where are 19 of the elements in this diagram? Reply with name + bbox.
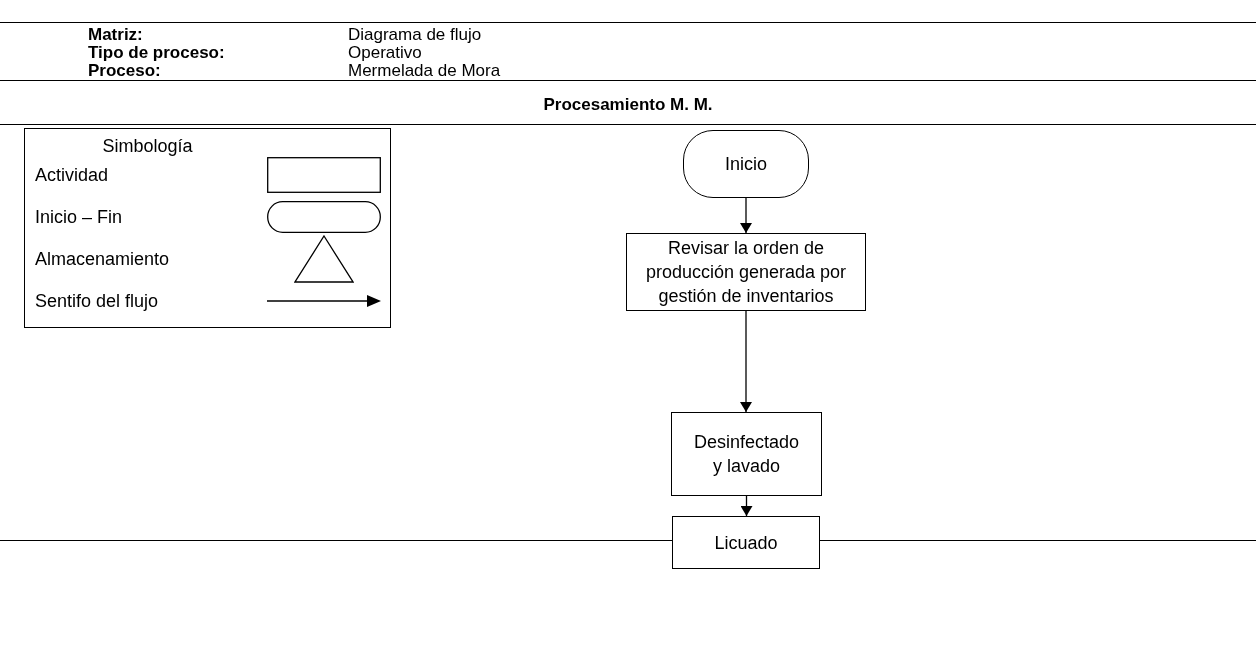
field-value: Diagrama de flujo bbox=[348, 25, 482, 44]
terminal-box: Inicio bbox=[683, 130, 809, 198]
field-label: Tipo de proceso: bbox=[88, 43, 225, 62]
arrow bbox=[740, 310, 752, 413]
process-box: Licuado bbox=[672, 516, 820, 569]
legend-label: Almacenamiento bbox=[35, 248, 170, 270]
legend-label: Actividad bbox=[35, 164, 109, 186]
arrow bbox=[740, 197, 752, 234]
field-label: Matriz: bbox=[88, 25, 143, 44]
legend-label: Inicio – Fin bbox=[35, 206, 123, 228]
process-box: Revisar la orden de producción generada por gestión de inventarios bbox=[626, 233, 866, 311]
arrow bbox=[740, 495, 753, 517]
section-title: Procesamiento M. M. bbox=[542, 94, 714, 116]
field-label: Proceso: bbox=[88, 61, 161, 80]
field-value: Operativo bbox=[348, 43, 422, 62]
legend-label: Sentifo del flujo bbox=[35, 290, 159, 312]
legend-title: Simbología bbox=[101, 135, 194, 158]
process-box: Desinfectado y lavado bbox=[671, 412, 822, 496]
field-value: Mermelada de Mora bbox=[348, 61, 501, 80]
